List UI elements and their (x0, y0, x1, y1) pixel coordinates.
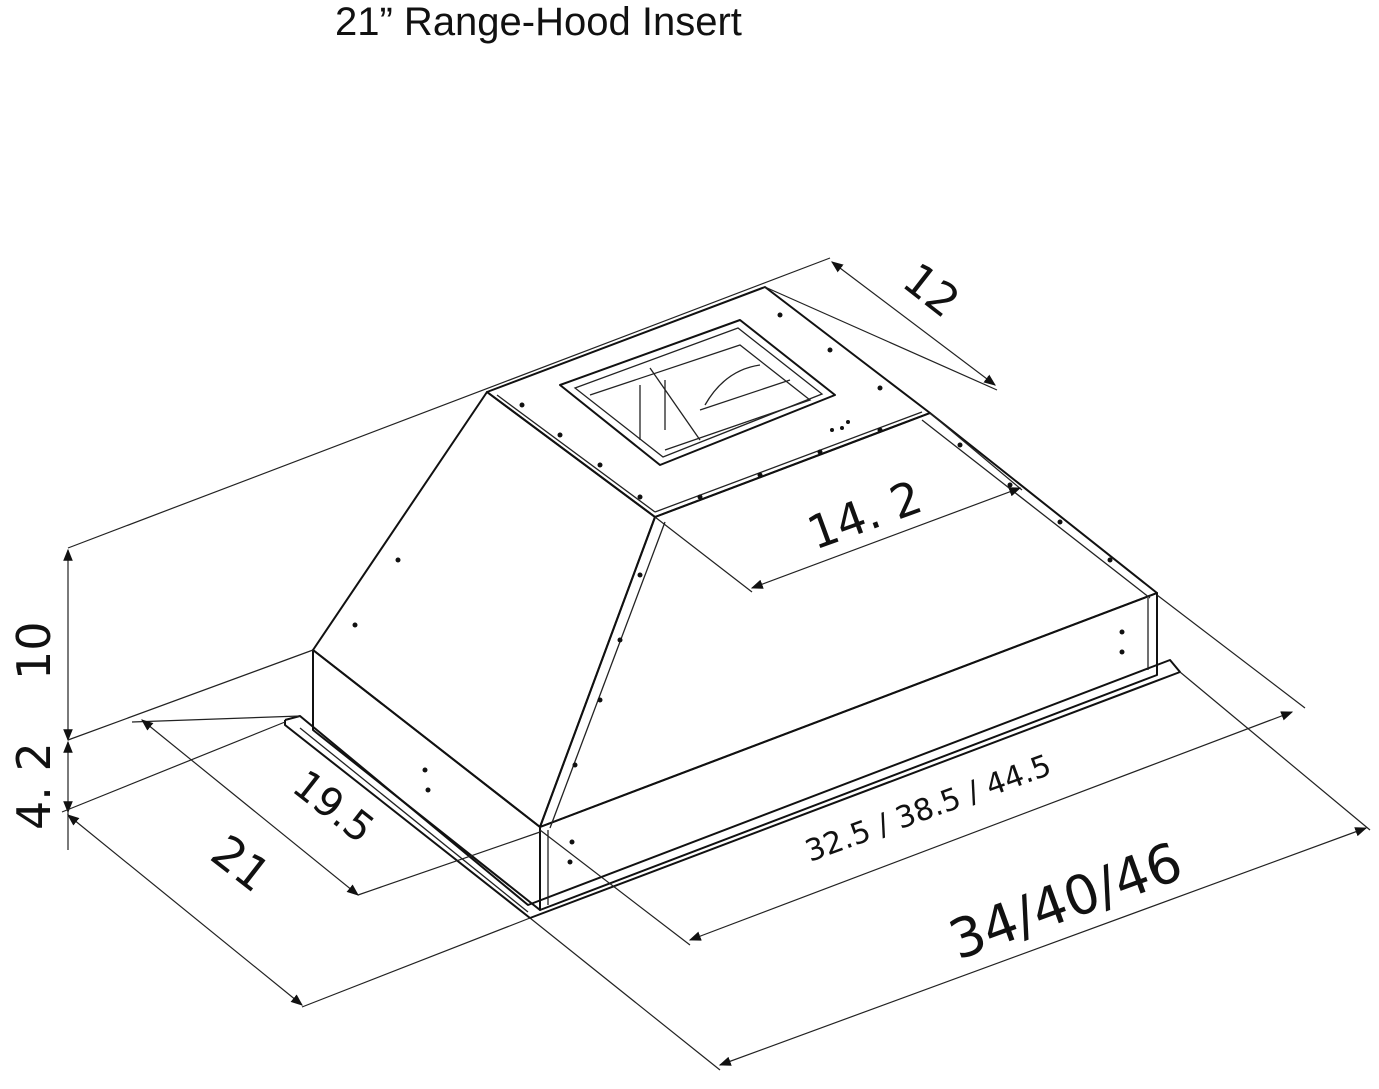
dim-19-5 (141, 719, 359, 896)
dim-21 (67, 814, 303, 1006)
ext-19-5 (131, 715, 301, 723)
box-left-face (312, 649, 541, 911)
label-4-2: 4. 2 (7, 742, 61, 830)
ext-inner-left (539, 829, 691, 946)
label-14-2: 14. 2 (800, 470, 928, 561)
ext-inner-right (1156, 594, 1306, 709)
dim-12 (831, 261, 996, 386)
duct-collar (559, 319, 836, 466)
hood-body (284, 286, 1181, 919)
ext-14-2-right (929, 412, 1023, 491)
label-21: 21 (201, 824, 280, 903)
hood-top-panel (486, 286, 931, 518)
ext-flange (61, 721, 286, 813)
ext-outer-right (1179, 671, 1371, 831)
diagram-title: 21” Range-Hood Insert (335, 0, 742, 44)
label-10: 10 (7, 621, 61, 680)
ext-box-top (67, 649, 314, 741)
dimension-lines (61, 257, 1371, 1071)
ext-14-2-left (654, 516, 753, 593)
dim-14-2 (750, 487, 1022, 589)
label-19-5: 19.5 (284, 762, 383, 853)
ext-outer-left (529, 917, 721, 1071)
hood-left-slope (312, 391, 656, 828)
ext-19-5-front (357, 831, 541, 896)
label-outer-widths: 34/40/46 (941, 830, 1190, 972)
ext-21 (301, 917, 531, 1008)
dim-outer-width (718, 827, 1368, 1066)
box-front-face (539, 592, 1158, 911)
ext-top-back (67, 257, 831, 549)
hood-front-slope (539, 412, 1158, 828)
screw-holes (352, 312, 1125, 865)
